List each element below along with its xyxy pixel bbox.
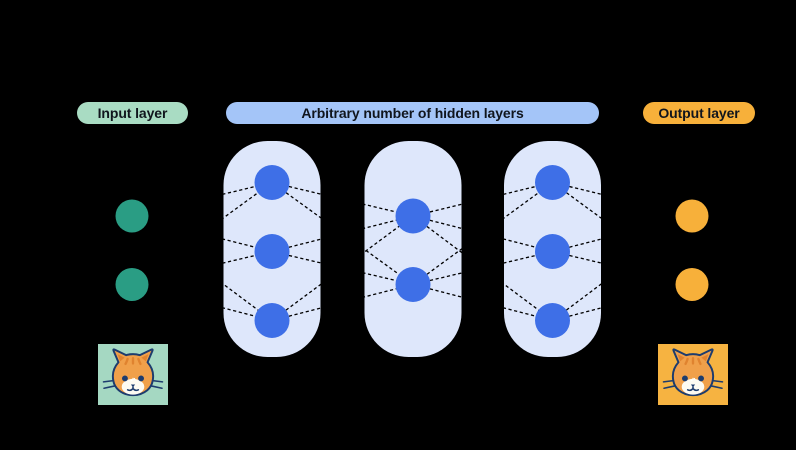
hidden1-node-1 bbox=[254, 165, 290, 200]
hidden2-node-1 bbox=[395, 198, 431, 234]
output-node-1 bbox=[675, 199, 709, 233]
hidden1-node-3 bbox=[254, 303, 290, 338]
cat-face-icon bbox=[662, 348, 724, 397]
hidden3-node-1 bbox=[535, 165, 570, 200]
connection-lines bbox=[131, 181, 693, 322]
input-node-2 bbox=[115, 268, 149, 301]
hidden3-node-3 bbox=[535, 303, 570, 338]
input-layer-label: Input layer bbox=[97, 105, 168, 121]
output-node-2 bbox=[675, 268, 709, 301]
input-image-tile bbox=[98, 344, 168, 405]
hidden-layers-label-pill: Arbitrary number of hidden layers bbox=[226, 102, 599, 124]
output-layer-label-pill: Output layer bbox=[643, 102, 755, 124]
hidden1-node-2 bbox=[254, 234, 290, 269]
hidden-layer-panel-2 bbox=[364, 141, 462, 357]
hidden2-node-2 bbox=[395, 267, 431, 302]
hidden-layers-label: Arbitrary number of hidden layers bbox=[301, 105, 524, 121]
output-image-tile bbox=[658, 344, 728, 405]
input-node-1 bbox=[115, 199, 149, 233]
hidden3-node-2 bbox=[535, 234, 570, 269]
input-layer-label-pill: Input layer bbox=[77, 102, 188, 124]
output-layer-label: Output layer bbox=[658, 105, 740, 121]
cat-face-icon bbox=[102, 348, 164, 397]
